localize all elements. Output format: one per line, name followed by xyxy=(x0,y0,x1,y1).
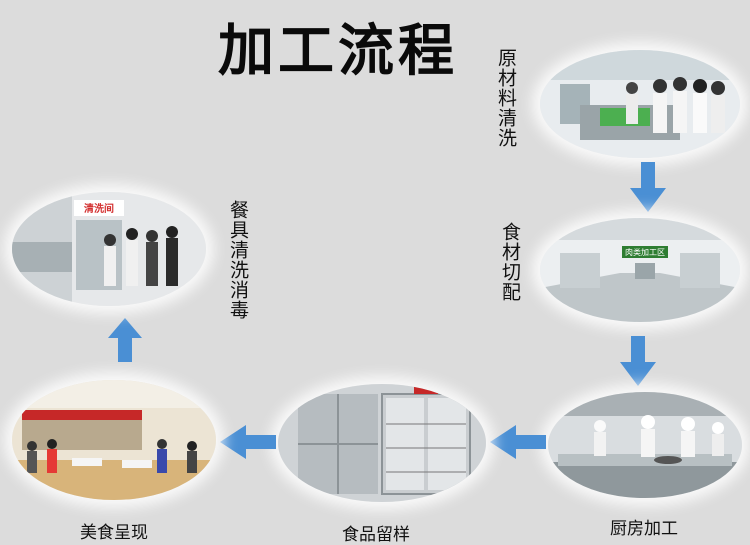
label-cut: 食材切配 xyxy=(499,222,521,302)
photo-serve xyxy=(12,380,216,500)
label-serve: 美食呈现 xyxy=(80,523,148,543)
photo-disinfect: 清洗间 xyxy=(12,192,206,306)
photo-cook xyxy=(548,392,742,498)
label-sample: 食品留样 xyxy=(342,525,410,545)
arrow-down-icon xyxy=(620,336,656,386)
photo-sample xyxy=(278,384,486,502)
arrow-left-icon xyxy=(220,425,276,459)
label-wash: 原材料清洗 xyxy=(495,48,517,148)
arrow-up-icon xyxy=(108,318,142,362)
sign-meat-area: 肉类加工区 xyxy=(625,247,665,257)
arrow-down-icon xyxy=(630,162,666,212)
label-disinfect: 餐具清洗消毒 xyxy=(227,200,249,320)
arrow-left-icon xyxy=(490,425,546,459)
photo-cut: 肉类加工区 xyxy=(540,218,740,322)
page-title: 加工流程 xyxy=(218,18,458,84)
photo-wash xyxy=(540,50,740,158)
label-cook: 厨房加工 xyxy=(610,519,678,539)
sign-wash-room: 清洗间 xyxy=(84,202,114,215)
